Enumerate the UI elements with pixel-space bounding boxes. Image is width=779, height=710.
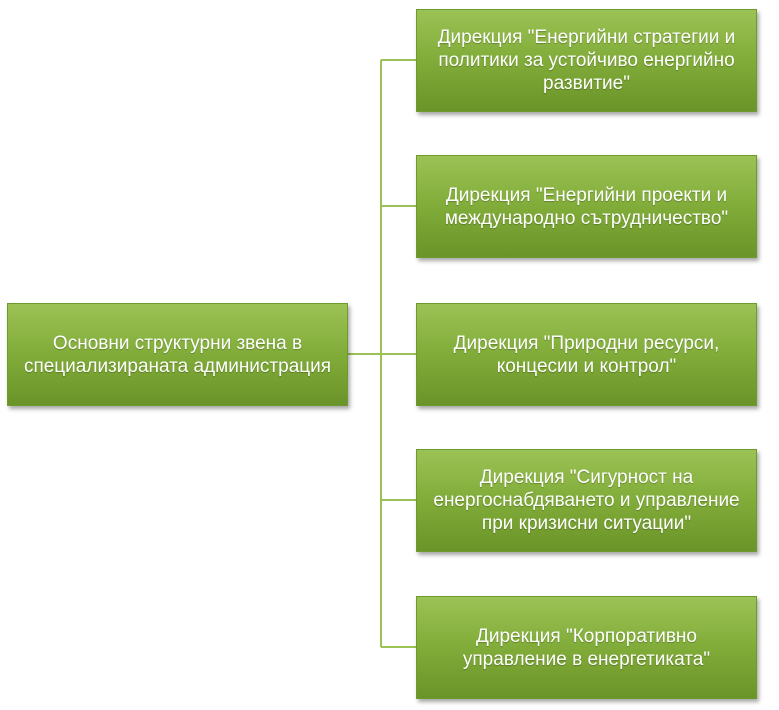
child-node-label: Дирекция "Сигурност на енергоснабдяванет…	[433, 467, 740, 534]
child-node-label: Дирекция "Природни ресурси, концесии и к…	[453, 332, 720, 377]
child-node-energy-projects: Дирекция "Енергийни проекти и международ…	[416, 155, 757, 258]
child-node-label: Дирекция "Енергийни стратегии и политики…	[437, 27, 736, 94]
child-node-label: Дирекция "Корпоративно управление в енер…	[462, 625, 711, 670]
root-node-label: Основни структурни звена в специализиран…	[23, 332, 332, 377]
child-node-energy-strategies: Дирекция "Енергийни стратегии и политики…	[416, 9, 757, 112]
root-node: Основни структурни звена в специализиран…	[7, 303, 348, 406]
child-node-corporate-governance: Дирекция "Корпоративно управление в енер…	[416, 596, 757, 699]
child-node-supply-security: Дирекция "Сигурност на енергоснабдяванет…	[416, 449, 757, 552]
child-node-natural-resources: Дирекция "Природни ресурси, концесии и к…	[416, 303, 757, 406]
child-node-label: Дирекция "Енергийни проекти и международ…	[444, 184, 729, 229]
